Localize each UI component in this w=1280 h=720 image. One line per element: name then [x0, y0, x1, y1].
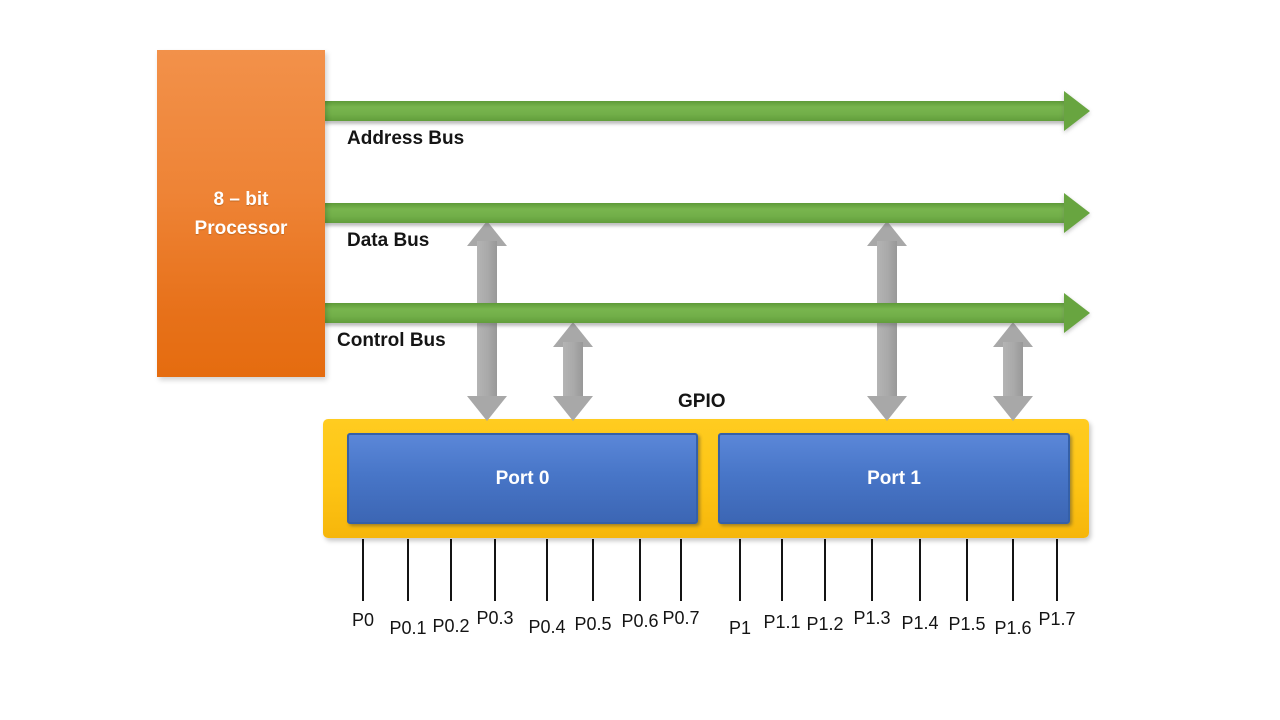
pin-label: P0.2	[432, 616, 470, 636]
port0-block: Port 0	[347, 433, 698, 524]
down-arrowhead-icon	[467, 396, 507, 421]
pin-label: P1.2	[806, 614, 844, 634]
data-bus-label: Data Bus	[347, 230, 430, 251]
down-arrowhead-icon	[867, 396, 907, 421]
pin-label: P1.6	[994, 618, 1032, 638]
port1-label: Port 1	[867, 467, 921, 489]
pin-line	[362, 539, 364, 601]
address-bus-shaft	[324, 101, 1067, 121]
pin-label: P1.4	[901, 613, 939, 633]
pin-line	[592, 539, 594, 601]
pin-label: P1.3	[853, 608, 891, 628]
control-bus-label: Control Bus	[337, 330, 446, 351]
controlbus-port1-connector	[993, 322, 1033, 421]
connector-shaft	[563, 342, 583, 401]
pin-line	[407, 539, 409, 601]
address-bus-arrowhead-icon	[1064, 91, 1090, 131]
gpio-label: GPIO	[678, 391, 726, 412]
down-arrowhead-icon	[553, 396, 593, 421]
port1-block: Port 1	[718, 433, 1070, 524]
port0-label: Port 0	[495, 467, 550, 489]
pin-line	[871, 539, 873, 601]
control-bus-arrow	[324, 293, 1090, 333]
data-bus-arrow	[324, 193, 1090, 233]
pin-line	[450, 539, 452, 601]
control-bus-arrowhead-icon	[1064, 293, 1090, 333]
pin-line	[546, 539, 548, 601]
pin-label: P0.4	[528, 617, 566, 637]
pin-label: P1.5	[948, 614, 986, 634]
address-bus-arrow	[324, 91, 1090, 131]
pin-label: P1	[728, 618, 752, 638]
pin-label: P0.7	[662, 608, 700, 628]
processor-label-line2: Processor	[194, 217, 288, 239]
pin-line	[966, 539, 968, 601]
pin-line	[494, 539, 496, 601]
data-bus-shaft	[324, 203, 1067, 223]
data-bus-arrowhead-icon	[1064, 193, 1090, 233]
processor-block: 8 – bit Processor	[157, 50, 325, 377]
controlbus-port0-connector	[553, 322, 593, 421]
pin-label: P0.5	[574, 614, 612, 634]
control-bus-shaft	[324, 303, 1067, 323]
pin-label: P0.3	[476, 608, 514, 628]
processor-label-line1: 8 – bit	[213, 188, 269, 210]
pin-line	[1056, 539, 1058, 601]
pin-label: P1.1	[763, 612, 801, 632]
address-bus-label: Address Bus	[347, 128, 465, 149]
connector-shaft	[1003, 342, 1023, 401]
pin-line	[781, 539, 783, 601]
pin-label: P0.1	[389, 618, 427, 638]
pin-line	[919, 539, 921, 601]
pin-label: P1.7	[1038, 609, 1076, 629]
pin-line	[680, 539, 682, 601]
pin-label: P0.6	[621, 611, 659, 631]
pin-line	[739, 539, 741, 601]
pin-label: P0	[351, 610, 375, 630]
pin-line	[824, 539, 826, 601]
down-arrowhead-icon	[993, 396, 1033, 421]
pin-line	[639, 539, 641, 601]
pin-line	[1012, 539, 1014, 601]
